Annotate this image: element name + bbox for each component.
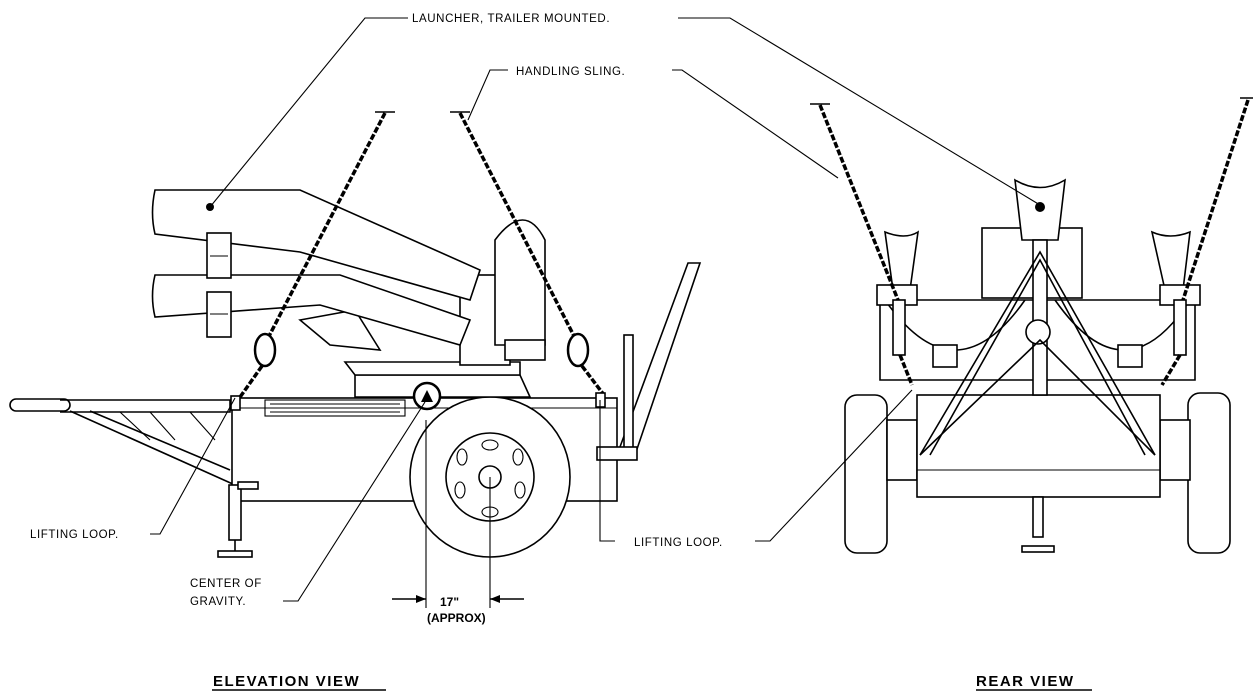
lifting-loop-right-label: LIFTING LOOP. — [634, 537, 723, 549]
center-of-gravity-marker — [412, 381, 442, 411]
center-of-gravity-label-line2: GRAVITY. — [190, 596, 246, 608]
leader-lines — [150, 17, 1092, 691]
handling-sling-rear — [810, 97, 1253, 386]
left-wheel — [844, 394, 888, 554]
elevation-view-title: ELEVATION VIEW — [213, 673, 360, 690]
tow-bar — [9, 398, 236, 486]
handling-sling-label: HANDLING SLING. — [516, 66, 625, 78]
rear-view-title: REAR VIEW — [976, 673, 1075, 690]
center-of-gravity-label-line1: CENTER OF — [190, 578, 262, 590]
launcher-label: LAUNCHER, TRAILER MOUNTED. — [412, 13, 610, 25]
lifting-loop-left-label: LIFTING LOOP. — [30, 529, 119, 541]
dimension-note: (APPROX) — [427, 611, 486, 625]
rear-body — [916, 394, 1161, 498]
jack-stand — [217, 481, 259, 558]
rear-frame — [596, 262, 702, 461]
right-wheel — [1187, 392, 1231, 554]
dimension-value: 17" — [440, 595, 459, 609]
elevation-view-drawing — [9, 111, 702, 558]
rear-view-drawing — [810, 97, 1253, 554]
